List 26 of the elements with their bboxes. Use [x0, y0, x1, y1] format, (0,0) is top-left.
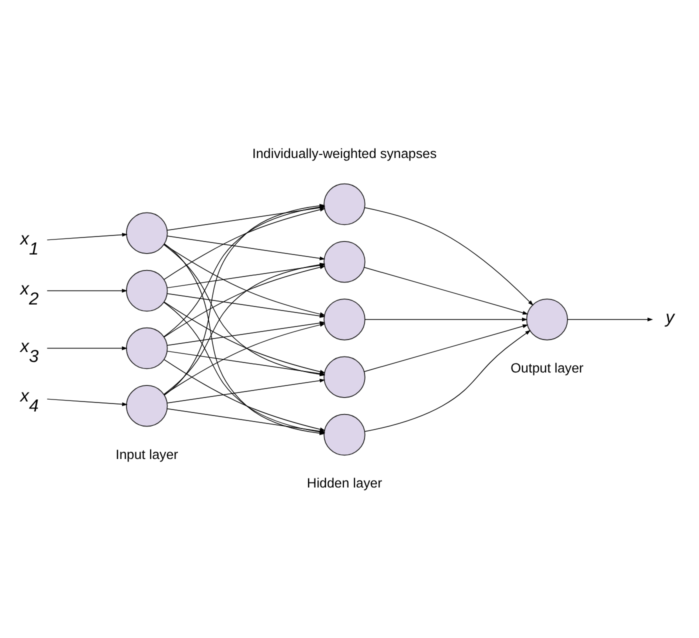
node-circle [126, 326, 168, 369]
label: Input layer [116, 446, 178, 462]
label: Output layer [510, 360, 584, 375]
arrow [46, 288, 128, 292]
arrow [46, 232, 128, 240]
label: Hidden layer [306, 475, 382, 490]
node-circle [324, 298, 366, 340]
node-circle [324, 356, 366, 398]
arrow [364, 330, 531, 432]
arrow [166, 378, 326, 403]
arrow [46, 346, 128, 350]
arrow [364, 266, 528, 314]
arrow [166, 235, 326, 260]
node-text: y [666, 306, 674, 327]
arrow [364, 317, 528, 321]
node-circle [324, 240, 366, 282]
node-circle [324, 413, 366, 456]
node-circle [324, 182, 366, 225]
arrow [46, 398, 128, 406]
arrow [364, 206, 534, 306]
node-circle [126, 212, 168, 254]
node-circle [126, 384, 168, 426]
arrow [364, 324, 528, 372]
label: Individually-weighted synapses [252, 146, 437, 161]
arrow [567, 317, 653, 321]
node-circle [126, 269, 168, 312]
